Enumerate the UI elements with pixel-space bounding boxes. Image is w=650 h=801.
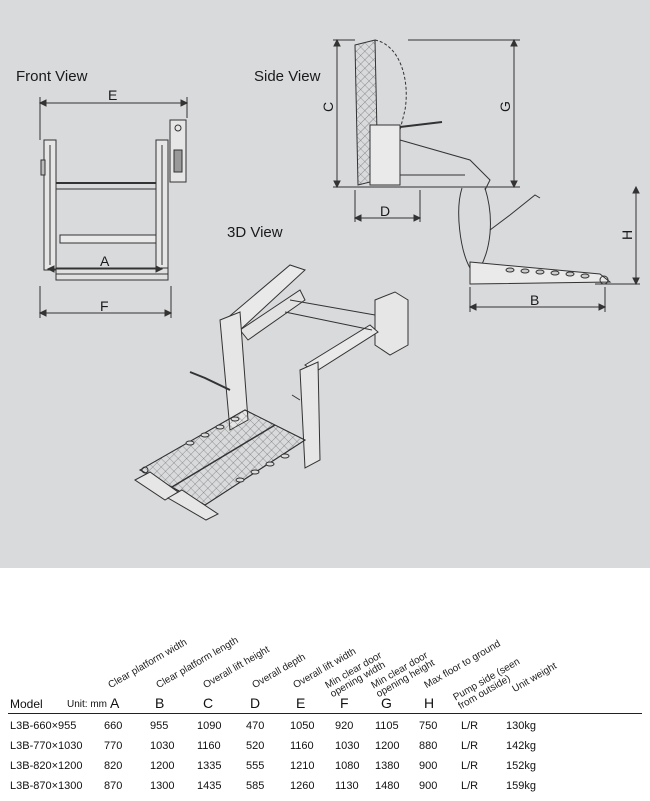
three-d-view-drawing [134,264,409,521]
table-cell: 750 [419,720,438,732]
column-letter-d: D [250,695,261,711]
table-cell: L/R [461,780,479,792]
dimension-letter-e: E [108,87,117,103]
table-cell: 1335 [197,760,222,772]
drawing-panel [0,0,650,568]
table-cell: 955 [150,720,169,732]
table-cell: 1300 [150,780,175,792]
header-rule [8,713,642,714]
table-cell: 142kg [506,740,536,752]
side-view-label: Side View [254,68,321,85]
table-cell: 870 [104,780,123,792]
three-d-view-label: 3D View [227,224,283,241]
dimension-letter-g: G [497,101,513,112]
dimension-letter-c: C [320,102,336,112]
table-cell: 770 [104,740,123,752]
dimension-letter-d: D [380,203,390,219]
column-letter-e: E [296,695,306,711]
table-cell: 152kg [506,760,536,772]
table-cell: 900 [419,760,438,772]
table-cell: 1080 [335,760,360,772]
table-cell: 900 [419,780,438,792]
table-cell: 1160 [197,740,221,752]
table-row-model: L3B-770×1030 [10,740,83,752]
table-cell: 1435 [197,780,222,792]
column-letter-a: A [110,695,120,711]
table-cell: 1030 [335,740,360,752]
table-cell: L/R [461,740,479,752]
table-cell: 1130 [335,780,359,792]
table-cell: 1030 [150,740,175,752]
table-cell: 585 [246,780,265,792]
table-cell: 880 [419,740,438,752]
technical-drawings: E A F C G D H B [38,38,640,521]
table-row-model: L3B-870×1300 [10,780,83,792]
table-cell: 470 [246,720,265,732]
table-cell: 1200 [150,760,175,772]
table-cell: 1200 [375,740,400,752]
dimension-letter-a: A [100,253,110,269]
table-cell: 660 [104,720,123,732]
table-cell: L/R [461,720,479,732]
table-cell: 1160 [290,740,314,752]
column-letter-g: G [381,695,392,711]
table-cell: 820 [104,760,123,772]
table-cell: 920 [335,720,354,732]
column-letter-b: B [155,695,165,711]
column-letter-h: H [424,695,435,711]
table-cell: 555 [246,760,265,772]
table-cell: 1050 [290,720,315,732]
side-view-drawing [333,38,640,312]
dimension-letter-f: F [100,298,109,314]
table-row-model: L3B-820×1200 [10,760,83,772]
table-cell: 1480 [375,780,400,792]
front-view-label: Front View [16,68,88,85]
table-row-model: L3B-660×955 [10,720,77,732]
table-cell: 1380 [375,760,400,772]
dimension-letter-h: H [619,230,635,240]
unit-label: Unit: mm [67,699,107,710]
table-cell: 159kg [506,780,536,792]
table-cell: 1210 [290,760,315,772]
table-cell: 130kg [506,720,536,732]
front-view-drawing [38,97,189,318]
table-cell: L/R [461,760,479,772]
model-column-title: Model [10,697,43,711]
table-cell: 1090 [197,720,222,732]
dimension-letter-b: B [530,292,539,308]
column-letter-f: F [340,695,349,711]
table-cell: 1105 [375,720,399,732]
table-cell: 1260 [290,780,315,792]
table-cell: 520 [246,740,265,752]
column-letter-c: C [203,695,214,711]
